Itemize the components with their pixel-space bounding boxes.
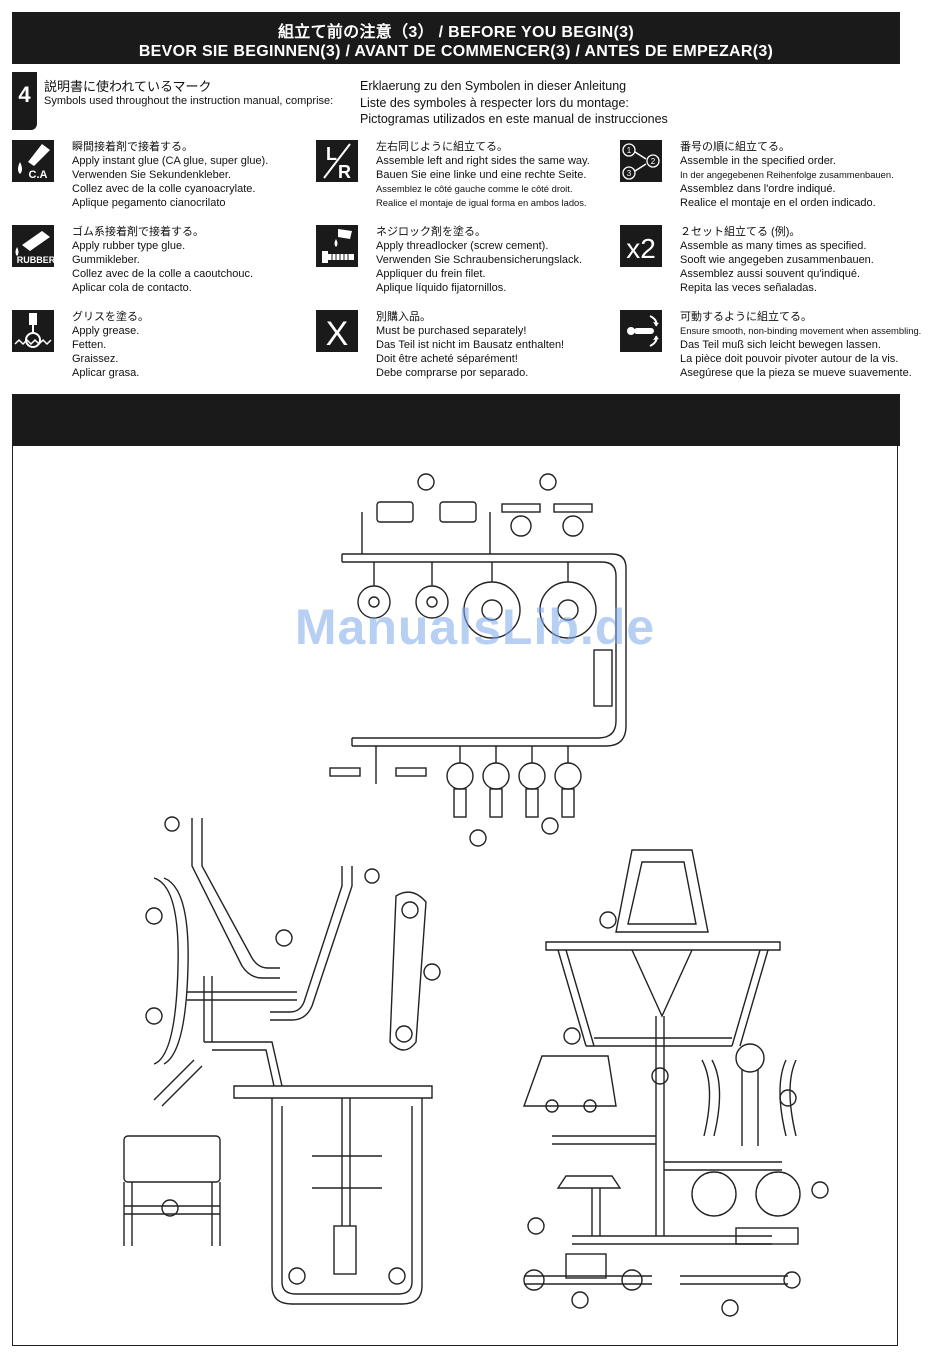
symbol-fr: Appliquer du frein filet. <box>376 268 486 280</box>
svg-text:L: L <box>326 144 337 164</box>
ca-glue-icon: C.A <box>12 140 54 182</box>
svg-text:1: 1 <box>627 146 632 155</box>
sprue-tree-top <box>329 473 627 847</box>
watermark-text: ManualsLib.de <box>294 599 656 655</box>
header-band: 組立て前の注意（3） / BEFORE YOU BEGIN(3) BEVOR S… <box>12 12 900 64</box>
symbol-en: Assemble as many times as specified. <box>680 240 867 252</box>
rubber-glue-icon-label: RUBBER <box>17 255 54 265</box>
header-title-de-fr-es: BEVOR SIE BEGINNEN(3) / AVANT DE COMMENC… <box>138 43 774 60</box>
sprue-tree-lower-left <box>123 816 441 1305</box>
symbol-de: Fetten. <box>72 339 107 351</box>
symbol-de: Das Teil muß sich leicht bewegen lassen. <box>680 339 881 351</box>
step-title-de: Erklaerung zu den Symbolen in dieser Anl… <box>360 79 627 93</box>
symbol-fr: Graissez. <box>72 353 119 365</box>
left-right-icon: L R <box>316 140 358 182</box>
step-title-en: Symbols used throughout the instruction … <box>44 95 334 107</box>
ca-glue-icon-label: C.A <box>29 169 48 181</box>
step-title-fr: Liste des symboles à respecter lors du m… <box>360 95 629 110</box>
symbol-fr: Collez avec de la colle a caoutchouc. <box>72 268 253 280</box>
symbol-de: In der angegebenen Reihenfolge zusammenb… <box>680 169 894 180</box>
symbol-fr: Assemblez le côté gauche comme le côté d… <box>376 183 573 194</box>
symbol-ja: 瞬間接着剤で接着する。 <box>72 141 193 153</box>
symbol-de: Bauen Sie eine linke und eine rechte Sei… <box>376 169 587 181</box>
repeat-x2-icon: x2 <box>620 225 662 267</box>
step-title-multilang: Erklaerung zu den Symbolen in dieser Anl… <box>360 78 668 128</box>
order-icon: 1 2 3 <box>620 140 662 182</box>
symbol-fr: Assemblez dans l'ordre indiqué. <box>680 183 836 195</box>
step-title-es: Pictogramas utilizados en este manual de… <box>360 112 668 126</box>
parts-section-frame <box>12 446 898 1346</box>
symbol-es: Aplicar grasa. <box>72 367 140 379</box>
parts-section-band <box>12 394 900 446</box>
symbol-fr: Doit être acheté séparément! <box>376 353 518 365</box>
symbol-es: Asegúrese que la pieza se mueve suavemen… <box>680 367 912 379</box>
symbol-en: Assemble left and right sides the same w… <box>376 155 590 167</box>
symbol-es: Realice el montaje de igual forma en amb… <box>376 197 587 208</box>
symbol-de: Verwenden Sie Sekundenkleber. <box>72 169 232 181</box>
symbol-en: Assemble in the specified order. <box>680 155 836 167</box>
symbol-ja: 別購入品。 <box>376 311 431 323</box>
parts-tree-diagram <box>123 473 829 1317</box>
symbol-fr: Assemblez aussi souvent qu'indiqué. <box>680 268 861 280</box>
header-title-ja-en: 組立て前の注意（3） / BEFORE YOU BEGIN(3) <box>277 24 634 41</box>
symbol-fr: La pièce doit pouvoir pivoter autour de … <box>680 353 899 365</box>
symbol-es: Repita las veces señaladas. <box>680 282 817 294</box>
symbol-ja: グリスを塗る。 <box>72 311 149 323</box>
symbol-en: Apply threadlocker (screw cement). <box>376 240 549 252</box>
symbol-ja: 番号の順に組立てる。 <box>680 141 790 153</box>
svg-text:2: 2 <box>651 157 656 166</box>
symbol-ja: ２セット組立てる (例)。 <box>680 226 801 238</box>
symbol-de: Sooft wie angegeben zusammenbauen. <box>680 254 874 266</box>
svg-text:3: 3 <box>627 169 632 178</box>
symbol-en: Ensure smooth, non-binding movement when… <box>680 325 922 336</box>
purchase-separately-icon-label: X <box>326 315 349 352</box>
rubber-glue-icon: RUBBER <box>12 225 54 267</box>
symbol-es: Aplique líquido fijatornillos. <box>376 282 507 294</box>
sprue-tree-lower-right <box>523 849 829 1317</box>
symbol-es: Aplique pegamento cianocrilato <box>72 197 226 209</box>
step-number-badge: 4 <box>12 72 37 130</box>
symbol-es: Debe comprarse por separado. <box>376 367 529 379</box>
threadlocker-icon <box>316 225 358 267</box>
symbol-ja: 可動するように組立てる。 <box>680 311 812 323</box>
grease-icon <box>12 310 54 352</box>
step-title-ja: 説明書に使われているマーク <box>44 79 212 94</box>
symbol-de: Gummikleber. <box>72 254 140 266</box>
purchase-separately-icon: X <box>316 310 358 352</box>
repeat-x2-icon-label: x2 <box>626 233 656 264</box>
symbol-ja: ネジロック剤を塗る。 <box>376 226 486 238</box>
symbol-de: Das Teil ist nicht im Bausatz enthalten! <box>376 339 565 351</box>
symbol-es: Aplicar cola de contacto. <box>72 282 192 294</box>
symbol-de: Verwenden Sie Schraubensicherungslack. <box>376 254 583 266</box>
symbol-en: Apply rubber type glue. <box>72 240 186 252</box>
symbol-ja: 左右同じように組立てる。 <box>376 141 508 153</box>
movable-icon <box>620 310 662 352</box>
symbol-fr: Collez avec de la colle cyanoacrylate. <box>72 183 256 195</box>
symbol-es: Realice el montaje en el orden indicado. <box>680 197 876 209</box>
symbol-en: Apply instant glue (CA glue, super glue)… <box>72 155 269 167</box>
symbol-en: Apply grease. <box>72 325 140 337</box>
symbol-ja: ゴム系接着剤で接着する。 <box>72 226 204 238</box>
svg-text:R: R <box>338 162 351 182</box>
symbol-en: Must be purchased separately! <box>376 325 527 337</box>
